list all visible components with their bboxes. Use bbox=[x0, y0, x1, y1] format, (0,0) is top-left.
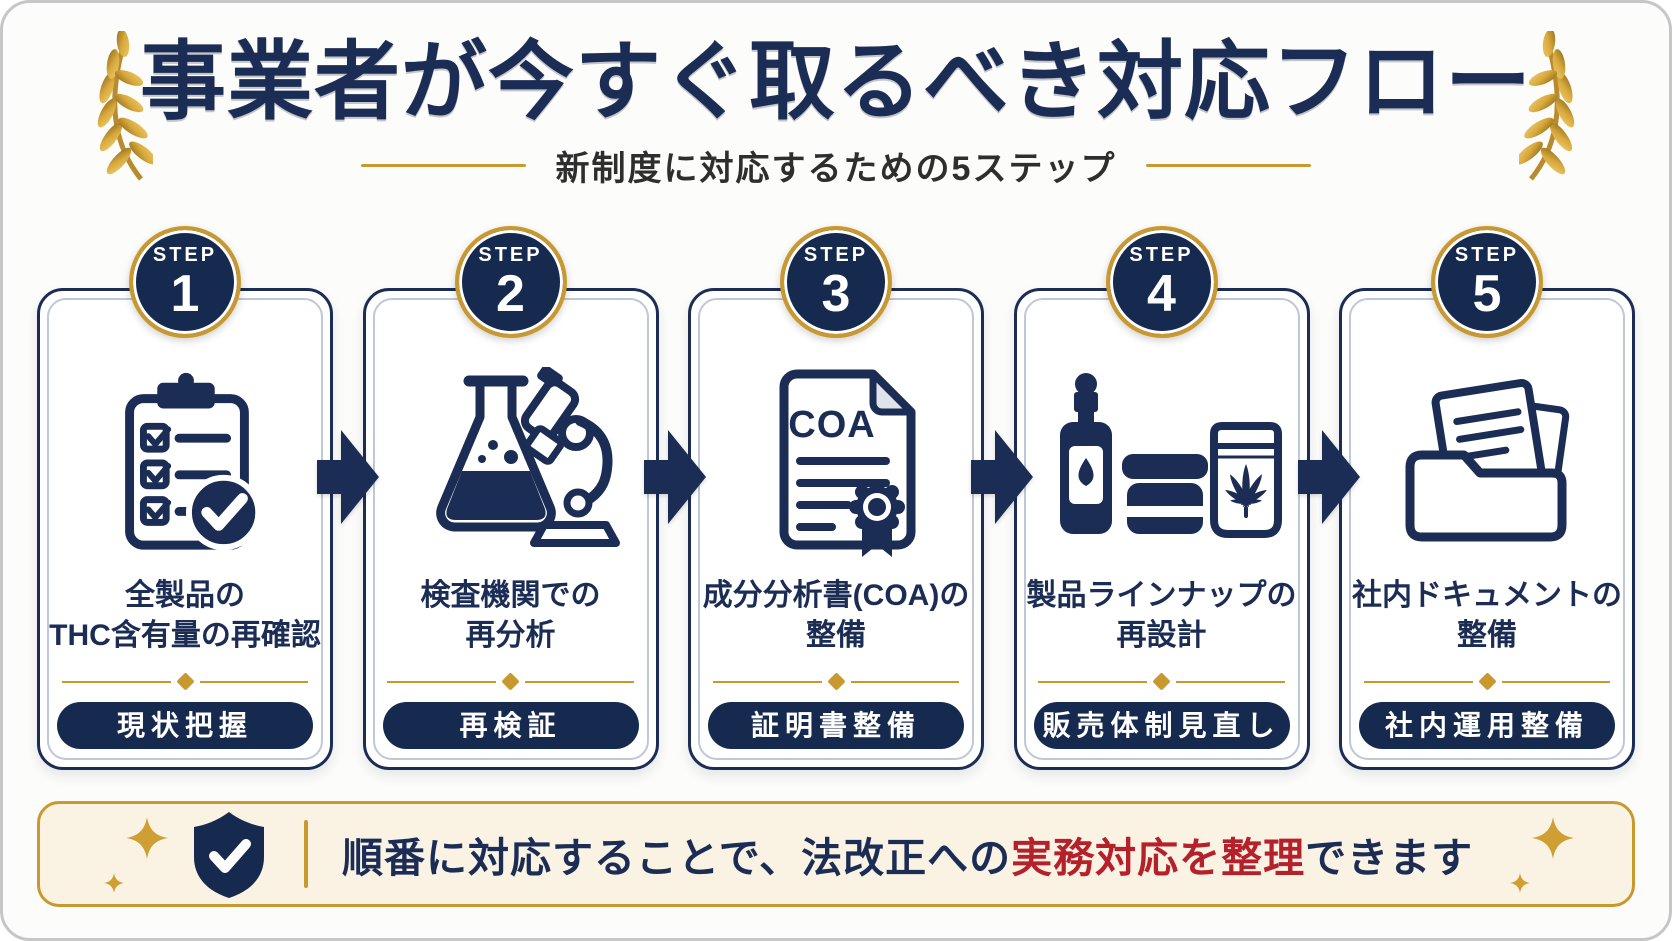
step-badge-3: STEP 3 bbox=[780, 226, 892, 338]
step-heading-line1: 全製品の bbox=[125, 579, 245, 612]
step-heading-line2: 整備 bbox=[806, 618, 866, 652]
step-tag-2: 再検証 bbox=[382, 702, 639, 750]
gold-divider bbox=[61, 672, 309, 691]
step-heading: 社内ドキュメントの 整備 bbox=[1352, 576, 1622, 655]
laurel-left-icon bbox=[97, 31, 153, 181]
clipboard-checklist-icon bbox=[125, 372, 262, 550]
diamond-icon bbox=[175, 672, 195, 691]
step-number: 2 bbox=[496, 264, 525, 323]
subtitle-divider-line bbox=[1146, 164, 1312, 168]
step-number: 5 bbox=[1472, 264, 1502, 323]
step-badge-4: STEP 4 bbox=[1105, 226, 1218, 338]
step-tag-1: 現状把握 bbox=[57, 702, 313, 750]
step-heading-line2: 再設計 bbox=[1116, 618, 1207, 652]
step-word: STEP bbox=[152, 243, 218, 266]
step-word: STEP bbox=[1454, 243, 1520, 266]
step-card-4: STEP 4 bbox=[1013, 226, 1310, 770]
summary-text: 順番に対応することで、法改正への実務対応を整理できます bbox=[342, 824, 1473, 884]
gold-divider bbox=[712, 672, 960, 691]
step-number: 3 bbox=[821, 264, 851, 323]
step-word: STEP bbox=[1129, 243, 1194, 266]
step-heading-line1: 成分分析書(COA)の bbox=[702, 579, 970, 612]
summary-text-after: できます bbox=[1305, 835, 1474, 881]
step-card-1: STEP 1 bbox=[37, 226, 333, 770]
gold-divider bbox=[387, 672, 634, 691]
sparkle-icon bbox=[126, 817, 168, 859]
step-heading: 成分分析書(COA)の 整備 bbox=[703, 576, 970, 655]
diamond-icon bbox=[1477, 672, 1497, 691]
product-lineup-icon bbox=[1059, 372, 1282, 538]
step-badge-1: STEP 1 bbox=[129, 226, 241, 338]
sparkles-right bbox=[1508, 815, 1574, 893]
shield-check-icon bbox=[194, 812, 264, 898]
step-tag-3: 証明書整備 bbox=[708, 702, 964, 750]
document-folder-icon bbox=[1405, 378, 1570, 541]
sparkle-icon bbox=[1510, 873, 1530, 893]
summary-text-before: 順番に対応することで、法改正への bbox=[342, 835, 1012, 881]
diamond-icon bbox=[1152, 672, 1171, 691]
arrow-right-icon bbox=[1298, 430, 1360, 524]
diamond-icon bbox=[826, 672, 846, 691]
step-word: STEP bbox=[478, 243, 543, 266]
coa-label: COA bbox=[788, 404, 875, 446]
header: 事業者が今すぐ取るべき対応フロー 新制度に対応するための5ステップ bbox=[3, 3, 1669, 190]
step-badge-5: STEP 5 bbox=[1431, 226, 1543, 338]
arrow-right-icon bbox=[971, 430, 1033, 524]
gold-divider bbox=[1038, 672, 1285, 691]
arrow-right-icon bbox=[644, 430, 706, 524]
steps-row: STEP 1 bbox=[37, 226, 1635, 770]
page-title: 事業者が今すぐ取るべき対応フロー bbox=[140, 34, 1532, 130]
diamond-icon bbox=[501, 672, 520, 691]
step-heading: 全製品の THC含有量の再確認 bbox=[49, 576, 321, 655]
step-tag-5: 社内運用整備 bbox=[1359, 702, 1615, 750]
step-card-2: STEP 2 bbox=[362, 226, 659, 770]
step-heading-line2: 再分析 bbox=[465, 618, 556, 652]
summary-text-highlight: 実務対応を整理 bbox=[1011, 835, 1306, 881]
step-heading-line1: 製品ラインナップの bbox=[1026, 579, 1297, 612]
step-heading-line1: 社内ドキュメントの bbox=[1352, 579, 1622, 612]
arrow-right-icon bbox=[317, 430, 379, 524]
vertical-divider bbox=[304, 820, 308, 888]
step-tag-4: 販売体制見直し bbox=[1033, 702, 1290, 750]
lab-analysis-icon bbox=[435, 367, 620, 547]
subtitle-row: 新制度に対応するための5ステップ bbox=[3, 141, 1669, 190]
step-number: 1 bbox=[170, 264, 200, 323]
step-heading: 検査機関での 再分析 bbox=[421, 576, 601, 655]
subtitle-divider-line bbox=[360, 164, 526, 168]
gold-divider bbox=[1363, 672, 1611, 691]
subtitle: 新制度に対応するための5ステップ bbox=[555, 150, 1117, 189]
step-badge-2: STEP 2 bbox=[454, 226, 567, 338]
step-heading: 製品ラインナップの 再設計 bbox=[1027, 576, 1297, 655]
step-heading-line1: 検査機関での bbox=[420, 579, 601, 612]
coa-certificate-icon: COA bbox=[779, 369, 916, 557]
sparkles-left bbox=[102, 815, 168, 893]
step-word: STEP bbox=[803, 243, 869, 266]
sparkle-icon bbox=[104, 873, 124, 893]
step-card-5: STEP 5 bbox=[1339, 226, 1635, 770]
step-heading-line2: THC含有量の再確認 bbox=[49, 618, 321, 652]
summary-banner: 順番に対応することで、法改正への実務対応を整理できます bbox=[37, 801, 1635, 907]
step-number: 4 bbox=[1147, 264, 1176, 323]
sparkle-icon bbox=[1532, 817, 1574, 859]
step-card-3: STEP 3 COA bbox=[688, 226, 984, 770]
step-heading-line2: 整備 bbox=[1457, 618, 1517, 652]
laurel-right-icon bbox=[1519, 31, 1575, 181]
